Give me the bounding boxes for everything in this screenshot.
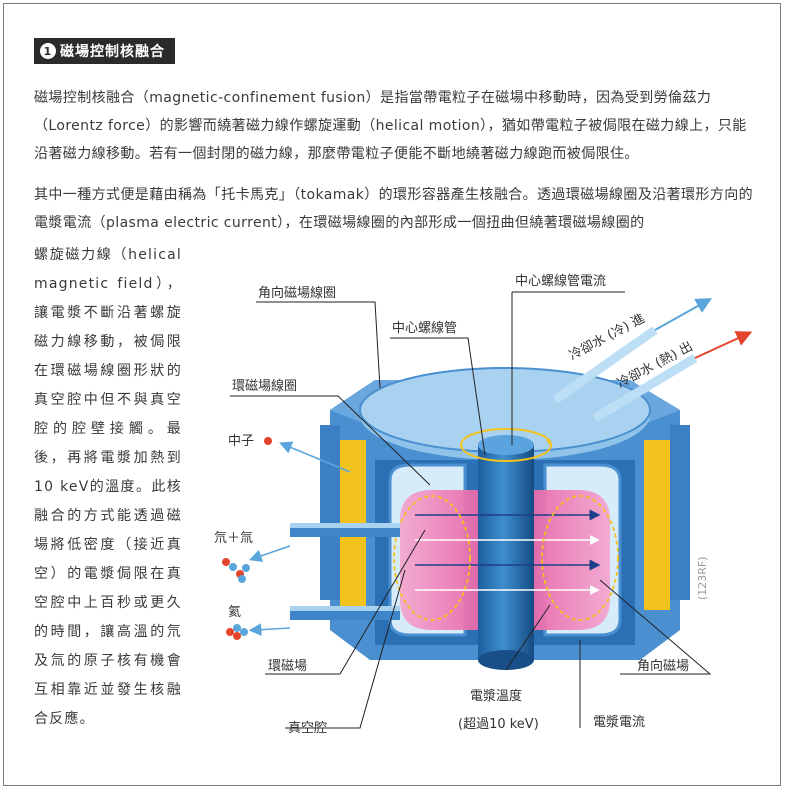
label-plasma-current: 電漿電流 [593,715,645,730]
tokamak-body [320,367,690,670]
particle-icons [222,437,272,640]
label-neutron: 中子 [228,434,254,449]
section-heading: 1 磁場控制核融合 [34,38,175,64]
coolant-pipes [552,298,753,422]
fuel-pipes [248,441,400,637]
paragraph-tokamak-continued: 螺旋磁力線（helical magnetic field），讓電漿不斷沿著螺旋磁… [34,247,182,727]
label-poloidal-field: 角向磁場 [637,658,689,674]
section-number-badge: 1 [40,43,56,59]
paragraph-intro: 磁場控制核融合（magnetic-confinement fusion）是指當帶… [34,90,747,162]
section-title: 磁場控制核融合 [60,44,165,60]
label-central-solenoid-current: 中心螺線管電流 [515,273,606,289]
label-vacuum-chamber: 真空腔 [288,721,327,736]
label-helium: 氦 [228,605,241,620]
paragraph-tokamak: 其中一種方式便是藉由稱為「托卡馬克」（tokamak）的環形容器產生核融合。透過… [34,187,754,231]
label-central-solenoid: 中心螺線管 [392,320,457,336]
helium-icon [226,624,248,640]
tokamak-diagram: 角向磁場線圈 中心螺線管電流 中心螺線管 冷卻水 (冷) 進 冷卻水 (熱) 出… [214,273,753,736]
label-plasma-temperature: 電漿溫度 [470,688,522,704]
label-plasma-temperature-value: (超過10 keV) [458,717,539,732]
label-coolant-in: 冷卻水 (冷) 進 [567,311,648,363]
label-toroidal-field: 環磁場 [268,659,307,674]
image-credit: (123RF) [696,556,709,600]
deuterium-tritium-icon [222,558,250,583]
label-poloidal-coil: 角向磁場線圈 [258,285,336,301]
label-fuel-in: 氘＋氚 [214,531,253,546]
magnetic-field-lines [393,428,619,621]
label-toroidal-coil: 環磁場線圈 [232,378,297,394]
neutron-icon [264,437,272,445]
leader-lines [230,291,712,729]
